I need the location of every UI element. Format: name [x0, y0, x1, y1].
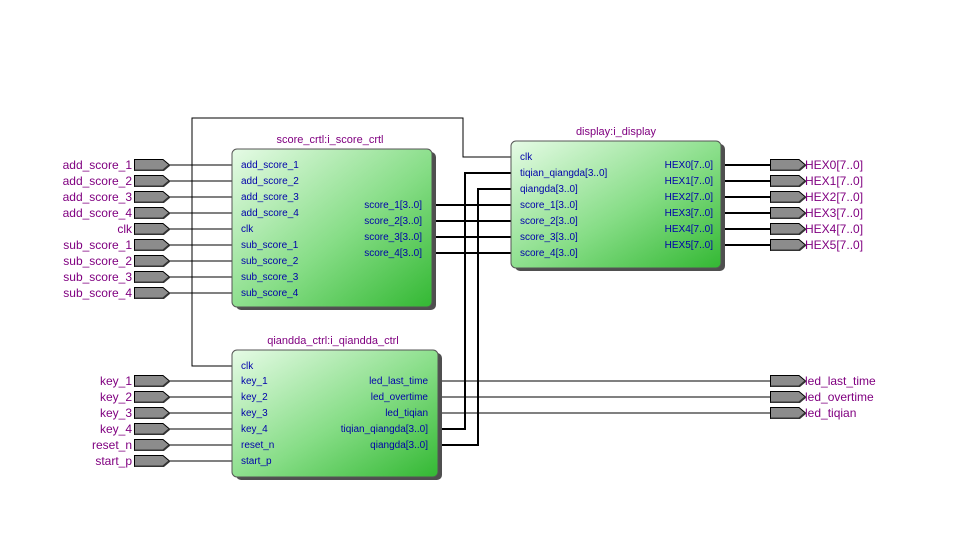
input-pin-label: start_p	[95, 454, 132, 468]
display-out-port: HEX3[7..0]	[665, 208, 714, 219]
score-in-port: add_score_4	[241, 208, 299, 219]
qiangda-in-port: key_2	[241, 392, 268, 403]
output-pin-icon[interactable]	[770, 159, 806, 171]
score-in-port: clk	[241, 224, 254, 235]
score-in-port: add_score_2	[241, 176, 299, 187]
score-in-port: add_score_3	[241, 192, 299, 203]
score-in-port: sub_score_1	[241, 240, 299, 251]
qiangda-out-port: led_last_time	[369, 376, 428, 387]
input-pin-icon[interactable]	[134, 391, 170, 403]
input-pin-label: add_score_2	[63, 174, 133, 188]
score-out-port: score_3[3..0]	[364, 232, 422, 243]
display-in-port: score_3[3..0]	[520, 232, 578, 243]
input-pin-label: key_4	[100, 422, 132, 436]
input-pin-label: sub_score_4	[63, 286, 132, 300]
display-block-title: display:i_display	[576, 126, 657, 138]
input-pin-label: key_2	[100, 390, 132, 404]
display-in-port: tiqian_qiangda[3..0]	[520, 168, 608, 179]
display-in-port: qiangda[3..0]	[520, 184, 578, 195]
input-pin-icon[interactable]	[134, 423, 170, 435]
input-pin-icon[interactable]	[134, 407, 170, 419]
input-pin-icon[interactable]	[134, 255, 170, 267]
input-pin-label: sub_score_2	[63, 254, 132, 268]
input-pin-icon[interactable]	[134, 287, 170, 299]
input-pin-icon[interactable]	[134, 375, 170, 387]
input-pin-label: add_score_1	[63, 158, 133, 172]
input-pin-icon[interactable]	[134, 191, 170, 203]
qiangda-block-title: qiandda_ctrl:i_qiandda_ctrl	[267, 335, 398, 347]
display-out-port: HEX2[7..0]	[665, 192, 714, 203]
input-pin-icon[interactable]	[134, 455, 170, 467]
score-input-pins: add_score_1 add_score_2 add_score_3 add_…	[63, 158, 170, 300]
output-pin-icon[interactable]	[770, 375, 806, 387]
input-pin-icon[interactable]	[134, 439, 170, 451]
display-block[interactable]: display:i_display clk tiqian_qiangda[3..…	[510, 126, 725, 271]
qiangda-out-port: tiqian_qiangda[3..0]	[341, 424, 429, 435]
output-pin-label: HEX5[7..0]	[805, 238, 863, 252]
output-pin-label: led_tiqian	[805, 406, 856, 420]
led-output-pins: led_last_time led_overtime led_tiqian	[770, 374, 876, 420]
wires	[170, 117, 772, 462]
display-in-port: score_1[3..0]	[520, 200, 578, 211]
score-in-port: sub_score_2	[241, 256, 299, 267]
qiangda-input-pins: key_1 key_2 key_3 key_4 reset_n start_p	[92, 374, 170, 468]
display-in-port: clk	[520, 152, 533, 163]
input-pin-label: sub_score_1	[63, 238, 132, 252]
qiangda-in-port: key_3	[241, 408, 268, 419]
display-in-port: score_4[3..0]	[520, 248, 578, 259]
input-pin-label: key_1	[100, 374, 132, 388]
qiangda-out-port: led_overtime	[371, 392, 429, 403]
output-pin-label: HEX2[7..0]	[805, 190, 863, 204]
output-pin-label: HEX4[7..0]	[805, 222, 863, 236]
input-pin-icon[interactable]	[134, 207, 170, 219]
input-pin-label: key_3	[100, 406, 132, 420]
score-in-port: sub_score_3	[241, 272, 299, 283]
output-pin-icon[interactable]	[770, 175, 806, 187]
qiangda-in-port: start_p	[241, 456, 272, 467]
input-pin-icon[interactable]	[134, 175, 170, 187]
output-pin-label: led_last_time	[805, 374, 876, 388]
qiangda-out-port: led_tiqian	[385, 408, 428, 419]
score-in-port: sub_score_4	[241, 288, 299, 299]
qiangda-in-port: reset_n	[241, 440, 274, 451]
output-pin-icon[interactable]	[770, 391, 806, 403]
input-pin-icon[interactable]	[134, 159, 170, 171]
output-pin-icon[interactable]	[770, 191, 806, 203]
score-ctrl-block[interactable]: score_crtl:i_score_crtl add_score_1 add_…	[231, 134, 436, 310]
score-out-port: score_4[3..0]	[364, 248, 422, 259]
display-in-port: score_2[3..0]	[520, 216, 578, 227]
input-pin-label: add_score_3	[63, 190, 133, 204]
input-pin-label: sub_score_3	[63, 270, 132, 284]
score-out-port: score_2[3..0]	[364, 216, 422, 227]
input-pin-icon[interactable]	[134, 223, 170, 235]
display-out-port: HEX0[7..0]	[665, 160, 714, 171]
input-pin-label: add_score_4	[63, 206, 133, 220]
output-pin-label: led_overtime	[805, 390, 874, 404]
output-pin-icon[interactable]	[770, 207, 806, 219]
output-pin-label: HEX1[7..0]	[805, 174, 863, 188]
score-out-port: score_1[3..0]	[364, 200, 422, 211]
output-pin-icon[interactable]	[770, 239, 806, 251]
qiangda-ctrl-block[interactable]: qiandda_ctrl:i_qiandda_ctrl clk key_1 ke…	[231, 335, 442, 480]
input-pin-icon[interactable]	[134, 271, 170, 283]
score-block-title: score_crtl:i_score_crtl	[277, 134, 384, 146]
output-pin-icon[interactable]	[770, 223, 806, 235]
input-pin-label: reset_n	[92, 438, 132, 452]
output-pin-label: HEX0[7..0]	[805, 158, 863, 172]
qiangda-in-port: key_4	[241, 424, 268, 435]
qiangda-in-port: clk	[241, 361, 254, 372]
input-pin-label: clk	[117, 222, 133, 236]
qiangda-in-port: key_1	[241, 376, 268, 387]
display-output-pins: HEX0[7..0] HEX1[7..0] HEX2[7..0] HEX3[7.…	[770, 158, 863, 252]
output-pin-label: HEX3[7..0]	[805, 206, 863, 220]
input-pin-icon[interactable]	[134, 239, 170, 251]
display-out-port: HEX1[7..0]	[665, 176, 714, 187]
output-pin-icon[interactable]	[770, 407, 806, 419]
display-out-port: HEX4[7..0]	[665, 224, 714, 235]
qiangda-out-port: qiangda[3..0]	[370, 440, 428, 451]
score-in-port: add_score_1	[241, 160, 299, 171]
display-out-port: HEX5[7..0]	[665, 240, 714, 251]
